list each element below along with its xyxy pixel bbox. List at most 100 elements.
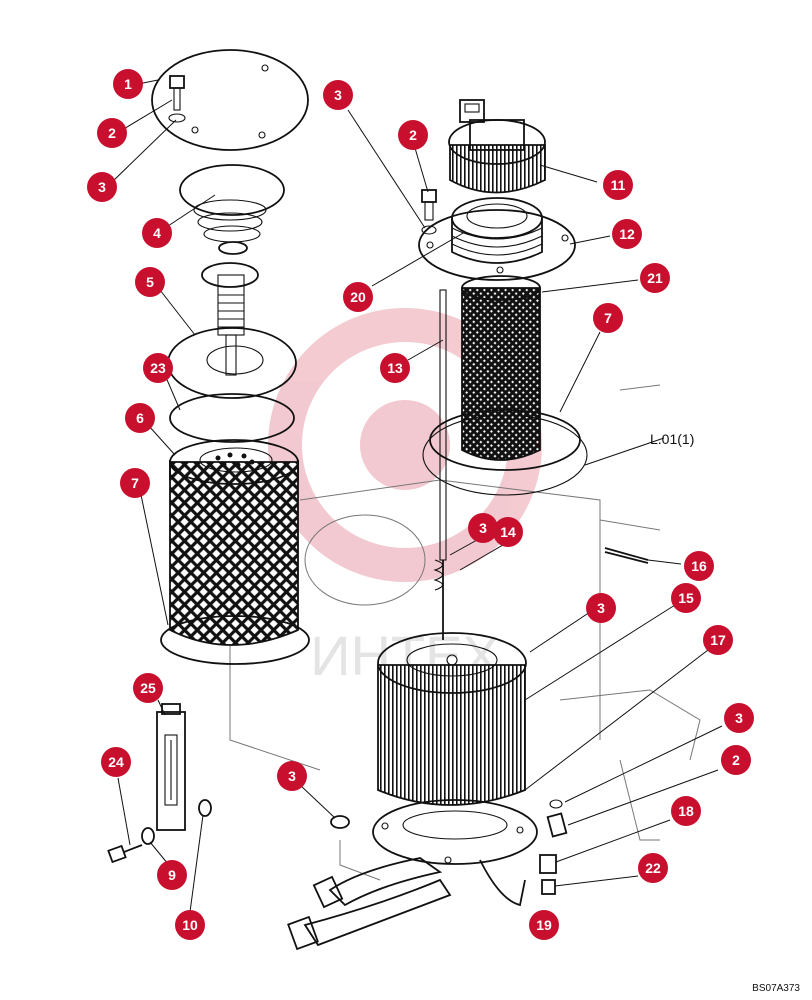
gauge-screw: [107, 844, 143, 864]
callout-number: 5: [146, 274, 154, 290]
drawing-code: BS07A373: [752, 983, 800, 994]
strainer-basket: [461, 275, 541, 461]
callout-marker: [612, 219, 642, 249]
callout-14[interactable]: 14: [493, 517, 523, 547]
callout-25[interactable]: 25: [133, 673, 163, 703]
cap-bolt: [168, 75, 186, 123]
callout-marker: [703, 625, 733, 655]
callout-marker: [323, 80, 353, 110]
callout-10[interactable]: 10: [175, 910, 205, 940]
callout-6[interactable]: 6: [125, 403, 155, 433]
callout-number: 7: [604, 310, 612, 326]
callout-number: 3: [479, 520, 487, 536]
callout-number: 20: [350, 289, 366, 305]
spring: [193, 199, 267, 255]
callout-number: 18: [678, 803, 694, 819]
callout-number: 2: [732, 752, 740, 768]
callout-12[interactable]: 12: [612, 219, 642, 249]
callout-number: 15: [678, 590, 694, 606]
callout-marker: [721, 745, 751, 775]
callout-number: 3: [334, 87, 342, 103]
callout-3[interactable]: 3: [277, 761, 307, 791]
callout-marker: [143, 353, 173, 383]
callout-7[interactable]: 7: [120, 468, 150, 498]
drain-fittings: [539, 799, 568, 895]
callout-24[interactable]: 24: [101, 747, 131, 777]
snap-ring: [179, 164, 285, 216]
callout-18[interactable]: 18: [671, 796, 701, 826]
callout-2[interactable]: 2: [398, 120, 428, 150]
callout-9[interactable]: 9: [157, 860, 187, 890]
callout-number: 13: [387, 360, 403, 376]
callout-number: 9: [168, 867, 176, 883]
bypass-valve: [201, 262, 259, 376]
leader-lines: [111, 79, 723, 913]
callout-marker: [133, 673, 163, 703]
upper-o-ring: [169, 393, 295, 443]
callout-marker: [586, 593, 616, 623]
strainer-o-ring: [422, 409, 588, 496]
callout-marker: [603, 170, 633, 200]
callout-number: 22: [645, 860, 661, 876]
callout-number: 14: [500, 524, 516, 540]
callout-marker: [684, 551, 714, 581]
callout-number: 4: [153, 225, 161, 241]
reference-label: L.01(1): [650, 431, 694, 447]
callout-number: 19: [536, 917, 552, 933]
callout-number: 3: [735, 710, 743, 726]
valve-seat-plate: [167, 327, 297, 399]
callout-13[interactable]: 13: [380, 353, 410, 383]
callout-marker: [157, 860, 187, 890]
callout-marker: [97, 118, 127, 148]
callout-marker: [593, 303, 623, 333]
callout-marker: [493, 517, 523, 547]
callout-5[interactable]: 5: [135, 267, 165, 297]
callout-19[interactable]: 19: [529, 910, 559, 940]
callout-marker: [671, 796, 701, 826]
callout-marker: [398, 120, 428, 150]
callout-marker: [142, 218, 172, 248]
callout-number: 24: [108, 754, 124, 770]
callout-number: 12: [619, 226, 635, 242]
callout-15[interactable]: 15: [671, 583, 701, 613]
filler-cap: [448, 99, 546, 194]
callout-marker: [380, 353, 410, 383]
dipstick-rod: [433, 289, 447, 640]
callout-number: 2: [409, 127, 417, 143]
callout-11[interactable]: 11: [603, 170, 633, 200]
callout-1[interactable]: 1: [113, 69, 143, 99]
gauge-washers: [141, 799, 212, 845]
callout-16[interactable]: 16: [684, 551, 714, 581]
callout-7[interactable]: 7: [593, 303, 623, 333]
callout-3[interactable]: 3: [468, 513, 498, 543]
callout-number: 25: [140, 680, 156, 696]
callout-marker: [468, 513, 498, 543]
outlet-pipes: [287, 857, 526, 951]
callout-23[interactable]: 23: [143, 353, 173, 383]
lower-o-ring: [160, 615, 310, 665]
callout-3[interactable]: 3: [586, 593, 616, 623]
callout-3[interactable]: 3: [87, 172, 117, 202]
callout-number: 2: [108, 125, 116, 141]
callout-20[interactable]: 20: [343, 282, 373, 312]
callout-17[interactable]: 17: [703, 625, 733, 655]
callout-marker: [101, 747, 131, 777]
callout-marker: [135, 267, 165, 297]
callout-2[interactable]: 2: [721, 745, 751, 775]
callout-2[interactable]: 2: [97, 118, 127, 148]
callout-3[interactable]: 3: [724, 703, 754, 733]
callout-marker: [120, 468, 150, 498]
callout-number: 21: [647, 270, 663, 286]
callout-3[interactable]: 3: [323, 80, 353, 110]
flange-bolt: [421, 189, 437, 235]
callout-marker: [671, 583, 701, 613]
callout-marker: [113, 69, 143, 99]
callout-22[interactable]: 22: [638, 853, 668, 883]
callout-21[interactable]: 21: [640, 263, 670, 293]
callout-marker: [343, 282, 373, 312]
return-filter-element: [377, 632, 527, 806]
callout-number: 23: [150, 360, 166, 376]
callout-4[interactable]: 4: [142, 218, 172, 248]
callout-marker: [277, 761, 307, 791]
